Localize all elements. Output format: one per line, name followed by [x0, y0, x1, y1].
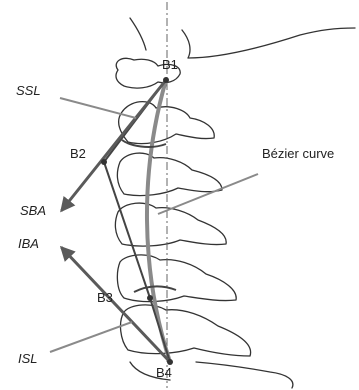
vertebra-c5: [117, 255, 236, 302]
bezier-pointer: [158, 174, 258, 214]
point-b2: [101, 159, 107, 165]
vertebra-c7: [130, 362, 293, 388]
label-sba: SBA: [20, 203, 46, 218]
point-b3: [147, 295, 153, 301]
isl-bracket: [134, 286, 176, 292]
vertebra-c3: [117, 153, 222, 196]
label-b4: B4: [156, 365, 172, 380]
label-isl: ISL: [18, 351, 38, 366]
label-iba: IBA: [18, 236, 39, 251]
label-b2: B2: [70, 146, 86, 161]
label-bezier-curve: Bézier curve: [262, 146, 334, 161]
label-b1: B1: [162, 57, 178, 72]
isl-pointer: [50, 322, 132, 352]
label-b3: B3: [97, 290, 113, 305]
skull-outline: [130, 18, 355, 58]
point-b1: [163, 77, 169, 83]
label-ssl: SSL: [16, 83, 41, 98]
